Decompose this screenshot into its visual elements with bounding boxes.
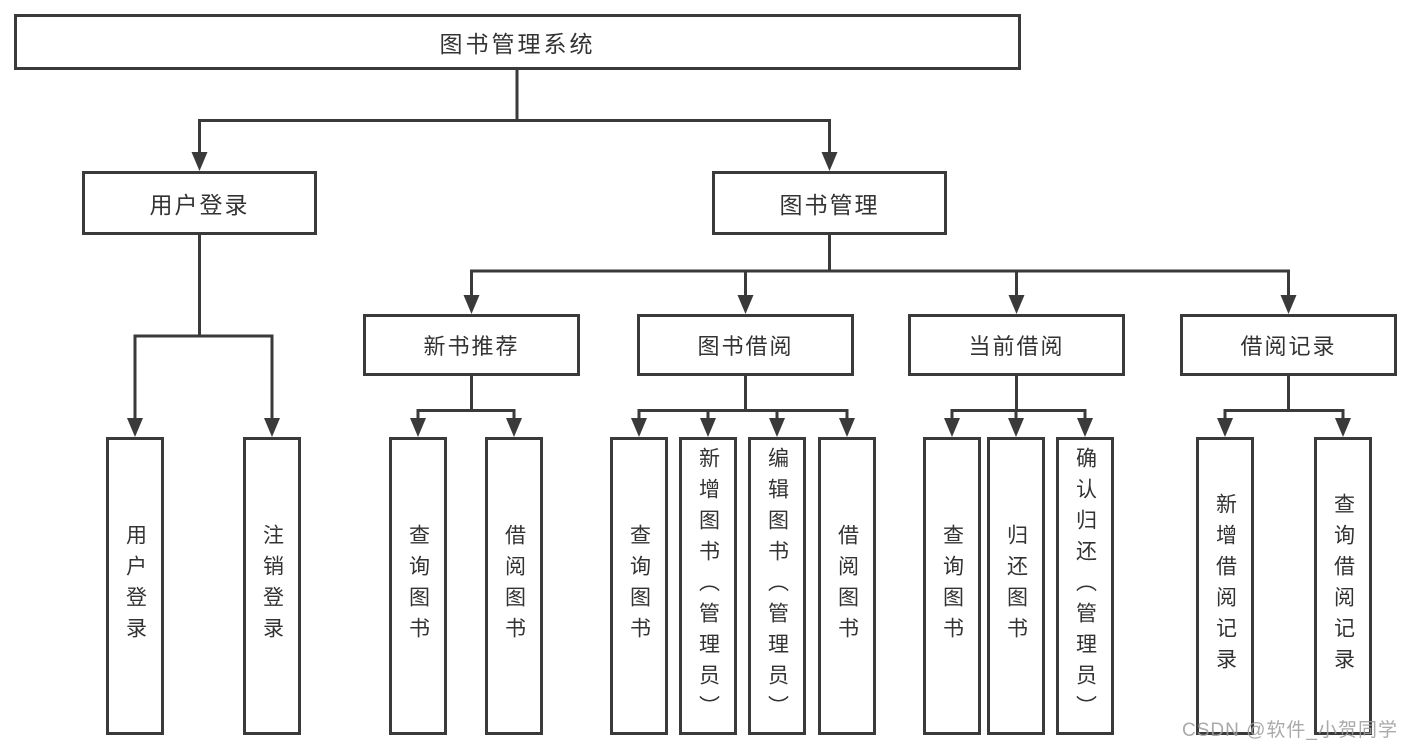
node-leaf-borrow-books-recommend-label: 借阅图书: [502, 524, 526, 648]
node-leaf-add-book-admin: 新增图书（管理员）: [679, 437, 737, 735]
node-current-borrow: 当前借阅: [908, 314, 1125, 376]
node-leaf-user-login-label: 用户登录: [123, 524, 147, 648]
node-leaf-logout: 注销登录: [243, 437, 301, 735]
node-leaf-query-books-current: 查询图书: [923, 437, 981, 735]
node-leaf-query-borrow-record-label: 查询借阅记录: [1331, 493, 1355, 679]
node-new-book-recommend-label: 新书推荐: [423, 334, 520, 359]
node-leaf-edit-book-admin-label: 编辑图书（管理员）: [765, 446, 789, 726]
node-leaf-add-borrow-record-label: 新增借阅记录: [1213, 493, 1237, 679]
node-leaf-query-books-current-label: 查询图书: [940, 524, 964, 648]
node-leaf-add-book-admin-label: 新增图书（管理员）: [696, 446, 720, 726]
node-leaf-return-book: 归还图书: [987, 437, 1045, 735]
node-leaf-user-login: 用户登录: [106, 437, 164, 735]
node-leaf-borrow-books: 借阅图书: [818, 437, 876, 735]
node-leaf-return-book-label: 归还图书: [1004, 524, 1028, 648]
node-leaf-confirm-return-admin-label: 确认归还（管理员）: [1073, 446, 1097, 726]
node-leaf-logout-label: 注销登录: [260, 524, 284, 648]
node-user-login: 用户登录: [82, 171, 317, 235]
node-leaf-confirm-return-admin: 确认归还（管理员）: [1056, 437, 1114, 735]
node-leaf-query-books-borrow: 查询图书: [610, 437, 668, 735]
node-leaf-borrow-books-label: 借阅图书: [835, 524, 859, 648]
node-leaf-query-books-recommend: 查询图书: [389, 437, 447, 735]
node-book-borrow: 图书借阅: [637, 314, 854, 376]
node-leaf-borrow-books-recommend: 借阅图书: [485, 437, 543, 735]
node-new-book-recommend: 新书推荐: [363, 314, 580, 376]
node-current-borrow-label: 当前借阅: [968, 334, 1065, 359]
node-book-management-label: 图书管理: [779, 192, 880, 218]
watermark: CSDN @软件_小贺同学: [1182, 720, 1398, 741]
node-leaf-query-borrow-record: 查询借阅记录: [1314, 437, 1372, 735]
node-user-login-label: 用户登录: [149, 192, 250, 218]
node-root-label: 图书管理系统: [439, 31, 596, 57]
node-book-management: 图书管理: [712, 171, 947, 235]
node-borrow-records: 借阅记录: [1180, 314, 1397, 376]
node-leaf-edit-book-admin: 编辑图书（管理员）: [748, 437, 806, 735]
node-leaf-add-borrow-record: 新增借阅记录: [1196, 437, 1254, 735]
node-root: 图书管理系统: [14, 14, 1021, 70]
node-book-borrow-label: 图书借阅: [697, 334, 794, 359]
node-borrow-records-label: 借阅记录: [1240, 334, 1337, 359]
node-leaf-query-books-borrow-label: 查询图书: [627, 524, 651, 648]
node-leaf-query-books-recommend-label: 查询图书: [406, 524, 430, 648]
